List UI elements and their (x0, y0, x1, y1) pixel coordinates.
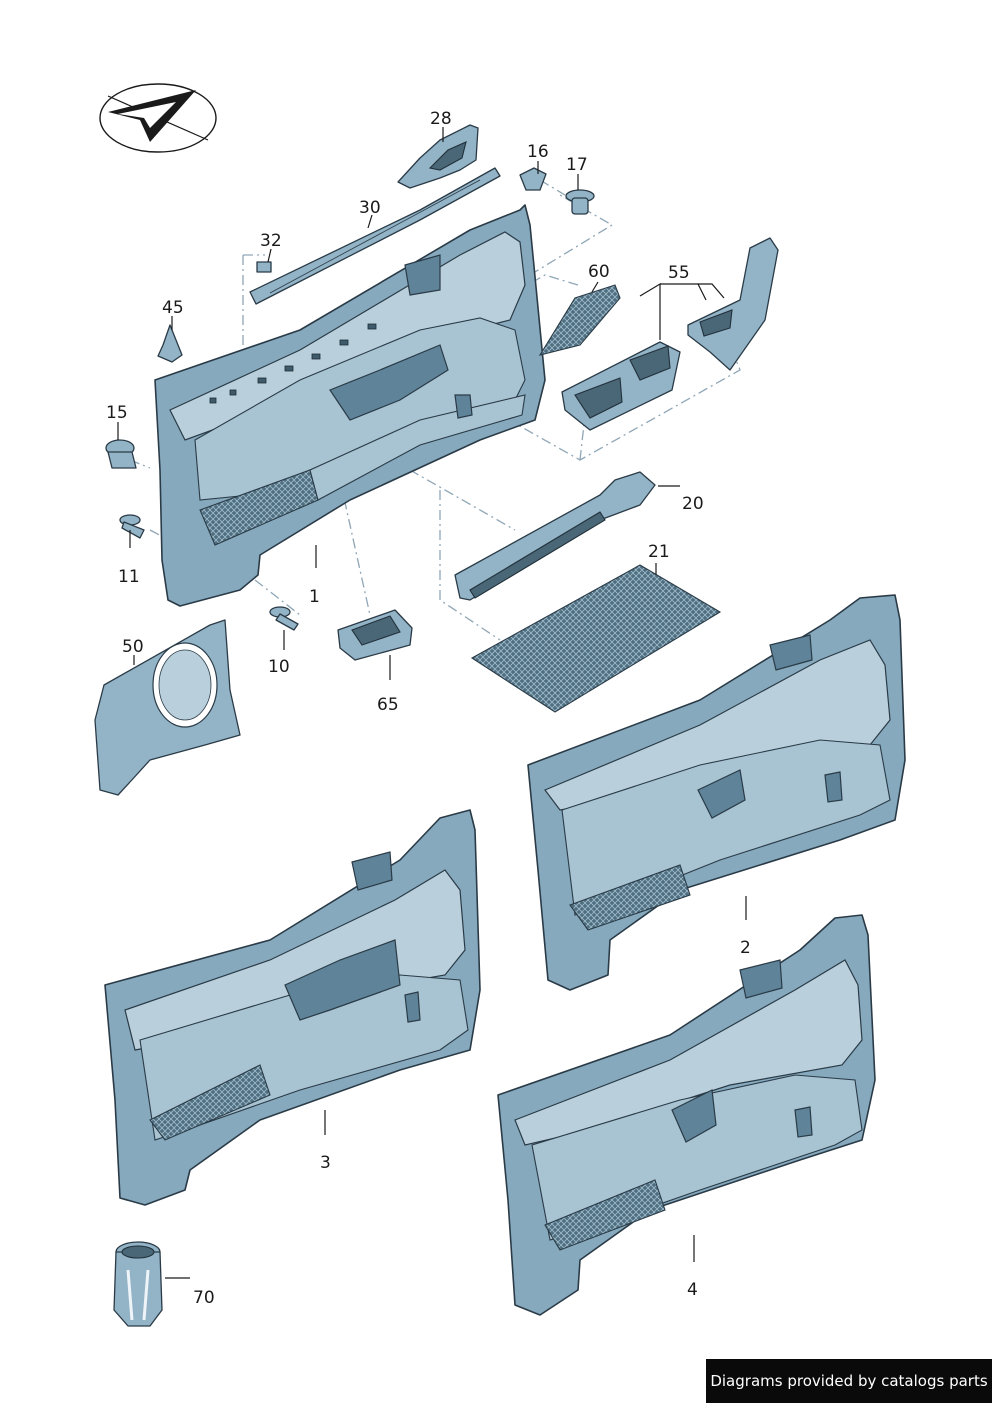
callout-1: 1 (309, 587, 320, 607)
callout-55: 55 (668, 263, 690, 283)
door-panel-2 (527, 594, 906, 991)
callout-45: 45 (162, 298, 184, 318)
screw-10 (269, 606, 299, 631)
fastener-16 (519, 167, 547, 191)
callout-17: 17 (566, 155, 588, 175)
door-panel-4 (497, 914, 876, 1316)
callout-4: 4 (687, 1280, 698, 1300)
knob-70 (113, 1241, 163, 1327)
trim-strip (249, 167, 501, 305)
callout-labels: 28 30 32 16 17 45 15 11 1 10 65 50 60 55… (106, 109, 751, 1308)
callout-32: 32 (260, 231, 282, 251)
door-panel-3 (104, 809, 481, 1206)
callout-28: 28 (430, 109, 452, 129)
fastener-17 (565, 189, 595, 215)
small-clip (256, 261, 272, 273)
callout-16: 16 (527, 142, 549, 162)
inner-door-handle (397, 124, 479, 189)
callout-50: 50 (122, 637, 144, 657)
callout-2: 2 (740, 938, 751, 958)
door-panel-1 (154, 204, 546, 607)
armrest-cover (687, 237, 779, 371)
slot-row (209, 323, 377, 404)
switch-panel (561, 341, 681, 431)
fastener-15 (105, 439, 137, 469)
screw-11 (119, 514, 145, 539)
speaker-bracket (94, 619, 241, 796)
callout-30: 30 (359, 198, 381, 218)
callout-21: 21 (648, 542, 670, 562)
callout-60: 60 (588, 262, 610, 282)
callout-10: 10 (268, 657, 290, 677)
switch-65 (337, 609, 413, 661)
callout-20: 20 (682, 494, 704, 514)
callout-3: 3 (320, 1153, 331, 1173)
leader-lines (117, 127, 747, 1279)
mesh-mat-21 (470, 564, 722, 713)
diagram-credit: Diagrams provided by catalogs parts (706, 1359, 992, 1403)
fastener-45 (157, 324, 183, 363)
callout-65: 65 (377, 695, 399, 715)
callout-11: 11 (118, 567, 140, 587)
callout-70: 70 (193, 1288, 215, 1308)
armrest-20 (454, 471, 656, 601)
speaker-grille (538, 284, 621, 356)
checkmark-arrow-logo (99, 83, 217, 153)
callout-15: 15 (106, 403, 128, 423)
